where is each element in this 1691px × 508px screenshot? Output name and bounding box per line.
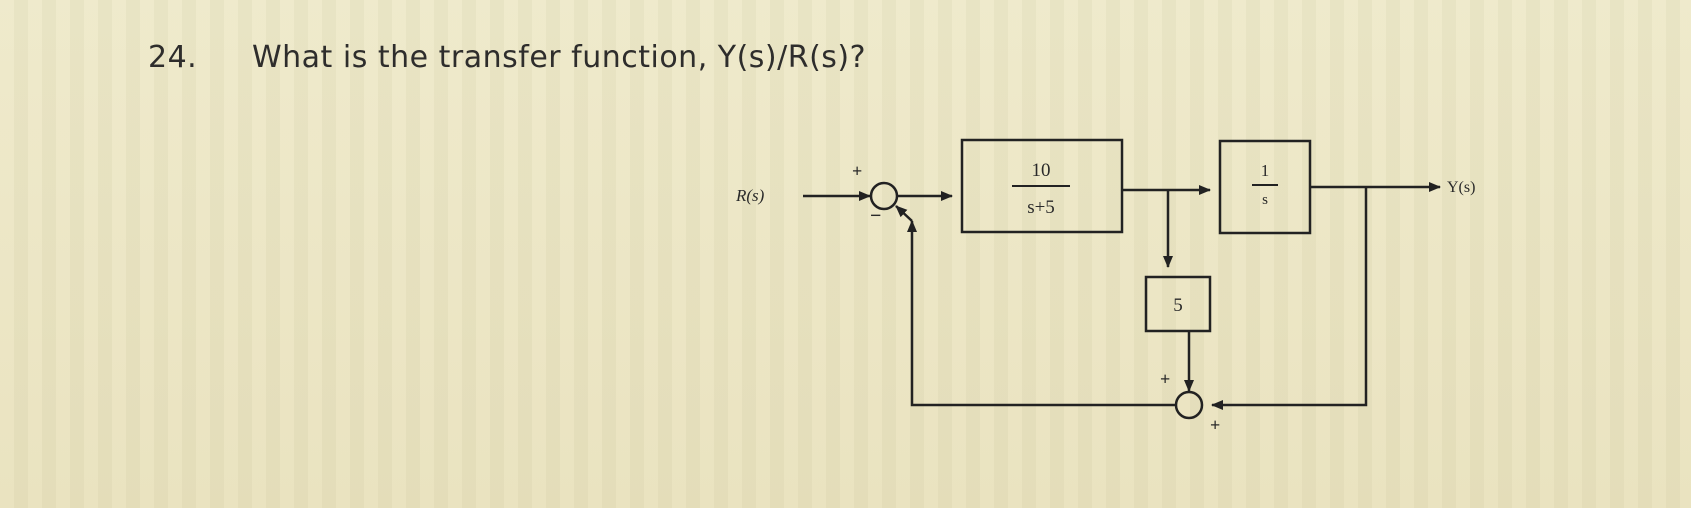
block2-denominator: s (1262, 192, 1268, 208)
input-label: R(s) (735, 186, 765, 205)
block3-label: 5 (1173, 295, 1183, 316)
output-feedback-path (1211, 187, 1368, 410)
block1-denominator: s+5 (1027, 197, 1055, 218)
block1-numerator: 10 (1032, 160, 1051, 181)
question-text: What is the transfer function, Y(s)/R(s)… (252, 40, 867, 75)
summer1-plus-sign: + (852, 161, 862, 181)
block-3 (1144, 275, 1212, 333)
block-2 (1218, 139, 1312, 235)
summer1-minus-sign: − (870, 205, 881, 227)
block-1 (960, 138, 1124, 234)
summer2-right-sign: + (1210, 415, 1220, 435)
block2-numerator: 1 (1261, 161, 1270, 180)
question: 24. What is the transfer function, Y(s)/R… (148, 40, 866, 75)
feedback-entry-arrow (895, 205, 913, 222)
feedback-to-summer1-path (907, 220, 1176, 407)
question-number: 24. (148, 40, 198, 75)
summing-junction-2 (1174, 390, 1204, 420)
output-label: Y(s) (1447, 179, 1475, 196)
summer2-top-sign: + (1160, 369, 1170, 389)
